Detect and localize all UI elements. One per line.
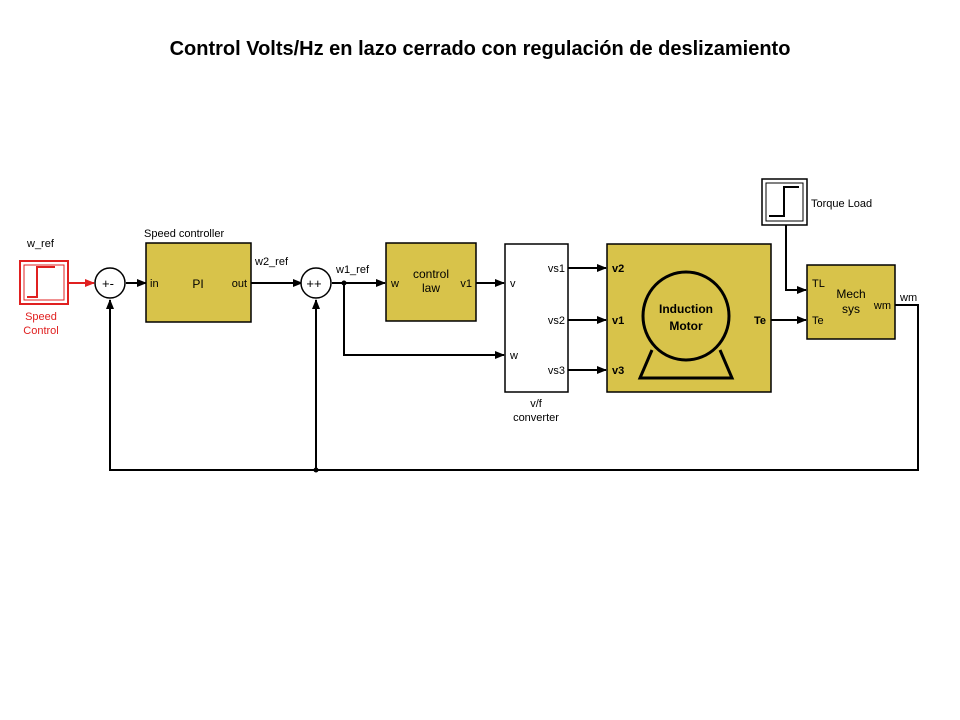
w1-ref-label: w1_ref	[335, 264, 370, 276]
page-title: Control Volts/Hz en lazo cerrado con reg…	[169, 38, 791, 60]
speed-controller-out-port: out	[232, 278, 247, 290]
w-ref-label: w_ref	[26, 238, 55, 250]
vf-converter-label-2: converter	[513, 412, 559, 424]
vf-converter-out-vs2: vs2	[548, 315, 565, 327]
mech-sys-in-tl: TL	[812, 278, 825, 290]
vf-converter-out-vs3: vs3	[548, 365, 565, 377]
vf-converter-in-v: v	[510, 278, 516, 290]
control-law-box	[385, 242, 477, 322]
induction-motor-label-2: Motor	[669, 319, 703, 333]
control-law-label-1: control	[413, 267, 449, 281]
sum-2-signs: ++	[306, 276, 321, 291]
torque-load-block[interactable]: Torque Load	[761, 178, 872, 226]
speed-controller-in-port: in	[150, 278, 159, 290]
vf-converter-box	[504, 243, 569, 393]
induction-motor-label-1: Induction	[659, 302, 713, 316]
step-source-inner	[23, 264, 65, 301]
torque-step-icon	[769, 186, 799, 217]
motor-housing-icon	[641, 270, 731, 362]
sum-1-circle	[94, 267, 126, 299]
torque-load-label: Torque Load	[811, 198, 872, 210]
vf-converter-out-vs1: vs1	[548, 263, 565, 275]
mech-sys-box	[806, 264, 896, 340]
induction-motor-block[interactable]: v2 v1 v3 Induction Motor Te	[606, 243, 772, 393]
induction-motor-in-v1: v1	[612, 315, 624, 327]
induction-motor-box	[606, 243, 772, 393]
sum-block-1[interactable]: +-	[94, 267, 126, 299]
vf-converter-in-w: w	[509, 350, 518, 362]
speed-controller-box	[145, 242, 252, 323]
speed-control-label-2: Control	[23, 325, 58, 337]
speed-controller-body: PI	[192, 277, 203, 291]
signal-wires	[68, 225, 919, 473]
vf-converter-label-1: v/f	[530, 398, 543, 410]
sum-block-2[interactable]: ++	[300, 267, 332, 299]
torque-load-inner	[765, 182, 804, 222]
speed-controller-title: Speed controller	[144, 228, 224, 240]
mech-sys-out-wm: wm	[873, 300, 891, 312]
induction-motor-out-te: Te	[754, 315, 766, 327]
induction-motor-in-v2: v2	[612, 263, 624, 275]
mech-sys-label-1: Mech	[836, 287, 865, 301]
speed-control-label-1: Speed	[25, 311, 57, 323]
mech-sys-in-te: Te	[812, 315, 824, 327]
step-waveform-icon	[27, 266, 55, 298]
wm-signal-label: wm	[899, 292, 917, 304]
control-law-in-port: w	[390, 278, 399, 290]
mech-sys-label-2: sys	[842, 302, 860, 316]
control-law-out-port: v1	[460, 278, 472, 290]
motor-base-icon	[637, 349, 735, 380]
control-law-block[interactable]: w control law v1	[385, 242, 477, 322]
induction-motor-in-v3: v3	[612, 365, 624, 377]
sum-2-circle	[300, 267, 332, 299]
sum-1-signs: +-	[102, 276, 114, 291]
control-law-label-2: law	[422, 281, 440, 295]
w2-ref-label: w2_ref	[254, 256, 289, 268]
mech-sys-block[interactable]: TL Te Mech sys wm	[806, 264, 896, 340]
speed-control-source[interactable]: w_ref Speed Control	[19, 238, 69, 337]
speed-controller-block[interactable]: Speed controller in PI out	[144, 228, 252, 323]
vf-converter-block[interactable]: v w vs1 vs2 vs3 v/f converter	[504, 243, 569, 424]
